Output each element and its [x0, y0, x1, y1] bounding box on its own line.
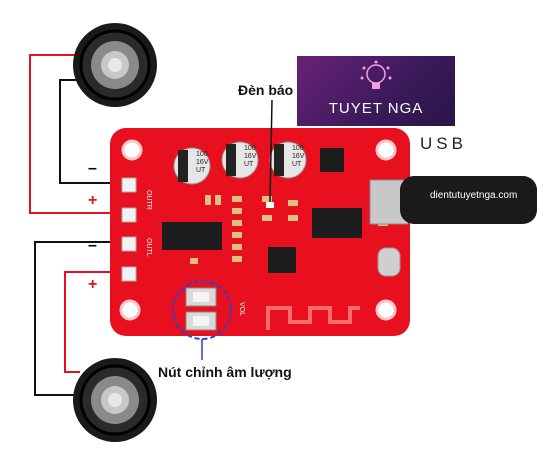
silk-outr: OUTR	[145, 190, 152, 210]
bottom-plus-sign: +	[88, 276, 98, 293]
chip-small	[268, 247, 296, 273]
volume-buttons-label: Nút chỉnh âm lượng	[158, 364, 292, 380]
chip-regulator	[320, 148, 344, 172]
cap2-silk-line2: 16V	[244, 153, 257, 160]
capacitor	[269, 141, 307, 179]
top-plus-sign: +	[88, 192, 98, 209]
cap1-silk-line3: UT	[196, 167, 206, 174]
cap3-silk-line2: 16V	[292, 153, 305, 160]
cap3-silk-line3: UT	[292, 161, 302, 168]
cap2-silk-line3: UT	[244, 161, 254, 168]
volume-highlight-circle	[172, 280, 232, 340]
capacitor	[221, 141, 259, 179]
speaker-icon	[73, 358, 157, 442]
led-pointer-line	[269, 99, 273, 203]
led-indicator	[266, 202, 274, 208]
top-minus-sign: –	[88, 160, 97, 177]
cap1-silk-line2: 16V	[196, 159, 209, 166]
usb-cable-icon	[400, 176, 537, 224]
mounting-holes	[119, 139, 397, 321]
cap1-silk-line1: 100	[196, 151, 208, 158]
cap2-silk-line1: 100	[244, 145, 256, 152]
website-text: dientutuyetnga.com	[430, 190, 518, 201]
cap3-silk-line1: 100	[292, 145, 304, 152]
speaker-wires	[29, 54, 125, 396]
volume-buttons	[185, 287, 217, 331]
led-label: Đèn báo	[238, 82, 294, 98]
crystal	[377, 247, 401, 277]
chip-bluetooth	[312, 208, 362, 238]
output-terminals	[121, 177, 137, 282]
silk-outl: OUTL	[145, 238, 152, 257]
brand-logo: TUYET NGA	[297, 56, 455, 126]
pcb-board	[110, 128, 410, 336]
chip-amplifier	[162, 222, 222, 250]
antenna-trace	[266, 306, 360, 330]
bulb-logo-icon	[360, 60, 392, 89]
bottom-minus-sign: –	[88, 237, 97, 254]
capacitor	[173, 147, 211, 185]
usb-label: USB	[420, 134, 467, 153]
silk-vol: VOL	[238, 302, 245, 316]
logo-text: TUYET NGA	[328, 100, 424, 117]
speaker-icon	[73, 23, 157, 107]
